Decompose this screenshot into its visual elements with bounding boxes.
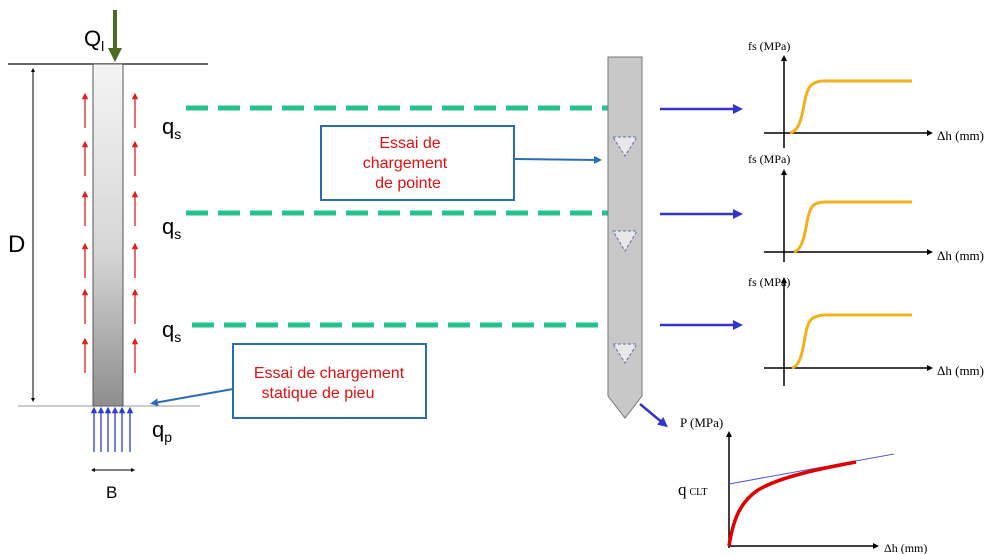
width-label: B (106, 483, 117, 502)
tip-resistance-label: qp (152, 417, 172, 445)
pile-shaft (92, 63, 124, 407)
x-axis-label: Δh (mm) (884, 541, 927, 554)
friction-curve (789, 79, 912, 135)
y-axis-label: fs (MPa) (748, 275, 790, 289)
callout-tip-test: Essai de chargement de pointe (320, 125, 602, 201)
y-axis-label: fs (MPa) (748, 39, 790, 53)
depth-label: D (8, 231, 25, 258)
shaft-friction-arrows (81, 92, 139, 373)
callout-line-2: chargement (363, 155, 448, 172)
x-axis-label: Δh (mm) (937, 248, 984, 263)
friction-chart-3: fs (MPa) Δh (mm) (748, 275, 984, 386)
callout-pile-static-test: Essai de chargement statique de pieu (150, 343, 427, 419)
friction-chart-1: fs (MPa) Δh (mm) (748, 39, 984, 148)
penetrometer-cone-1 (612, 136, 638, 157)
shaft-friction-label-3: qs (162, 317, 181, 345)
callout-arrow (513, 155, 602, 164)
tangent-line (728, 453, 895, 485)
penetrometer-cone-2 (612, 230, 638, 252)
callout-box (320, 125, 515, 201)
load-arrow-head (108, 48, 122, 62)
callout-line-1: Essai de (379, 135, 440, 152)
y-axis-label: P (MPa) (680, 415, 723, 430)
penetrometer (607, 56, 643, 419)
callout-box (232, 343, 427, 419)
y-axis-label: fs (MPa) (748, 152, 790, 166)
shaft-friction-label-2: qs (162, 214, 181, 242)
penetrometer-cone-3 (612, 343, 638, 364)
load-label: Ql (84, 26, 104, 54)
x-axis-label: Δh (mm) (937, 128, 984, 143)
callout-arrow (150, 388, 234, 407)
friction-curve (793, 200, 912, 254)
friction-chart-2: fs (MPa) Δh (mm) (748, 152, 984, 263)
callout-line-2: statique de pieu (262, 385, 375, 402)
shaft-friction-label-1: qs (162, 114, 181, 142)
x-axis-label: Δh (mm) (937, 363, 984, 378)
link-arrows (639, 104, 743, 428)
dashed-connectors (186, 105, 630, 328)
pile-section: D Ql B qs qs qs qp (8, 10, 208, 502)
callout-line-3: de pointe (375, 175, 441, 192)
link-arrow-tip (639, 403, 668, 428)
friction-curve (791, 313, 912, 370)
tip-load-curve (727, 460, 857, 547)
callout-line-1: Essai de chargement (254, 365, 405, 382)
tip-resistance-arrows (90, 406, 134, 452)
